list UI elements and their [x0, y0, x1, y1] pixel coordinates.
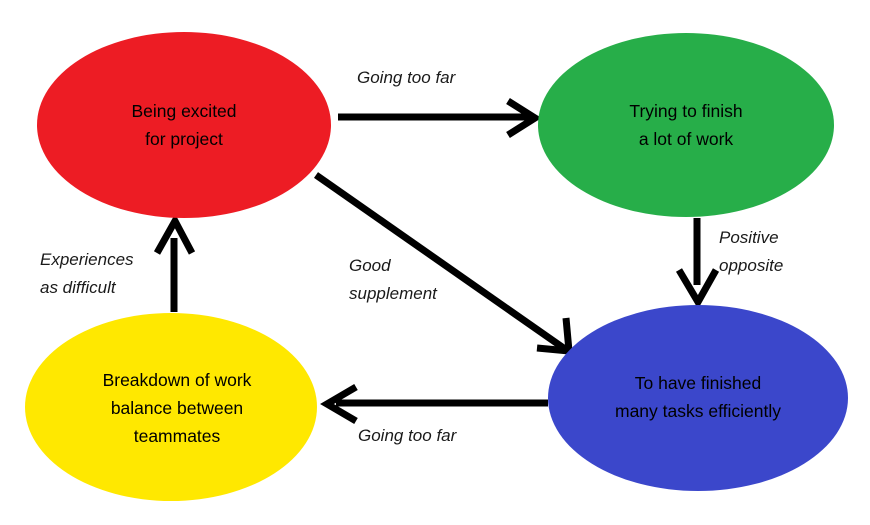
edge-label-positive: Positive: [719, 228, 779, 247]
edge-trying-to-finished: Positive opposite: [675, 218, 783, 309]
edge-excited-to-trying: Going too far: [338, 68, 542, 138]
arrow-head-right-top: [506, 98, 542, 138]
node-being-excited-for-project[interactable]: Being excited for project: [37, 32, 331, 218]
node-ellipse-blue[interactable]: [548, 305, 848, 491]
edge-label-opposite: opposite: [719, 256, 783, 275]
node-label-excited-line1: Being excited: [131, 101, 236, 121]
edge-finished-to-breakdown: Going too far: [320, 383, 548, 445]
node-label-finished-line2: many tasks efficiently: [615, 401, 781, 421]
arrow-head-up: [153, 213, 196, 255]
node-ellipse-yellow[interactable]: [25, 313, 317, 501]
node-label-breakdown-line2: balance between: [111, 398, 243, 418]
node-label-breakdown-line1: Breakdown of work: [103, 370, 252, 390]
edge-label-experiences: Experiences: [40, 250, 134, 269]
node-label-finished-line1: To have finished: [635, 373, 761, 393]
edge-line-good-supplement: [313, 172, 568, 352]
edge-label-finished-to-breakdown: Going too far: [358, 426, 458, 445]
edge-label-excited-to-trying: Going too far: [357, 68, 457, 87]
node-breakdown-of-work-balance[interactable]: Breakdown of work balance between teamma…: [25, 313, 317, 501]
arrow-head-left: [320, 383, 358, 425]
node-label-excited-line2: for project: [145, 129, 223, 149]
node-label-breakdown-line3: teammates: [134, 426, 221, 446]
node-ellipse-green[interactable]: [538, 33, 834, 217]
edge-breakdown-to-excited: Experiences as difficult: [40, 213, 196, 312]
edge-label-good: Good: [349, 256, 391, 275]
node-label-trying-line1: Trying to finish: [629, 101, 742, 121]
edge-excited-to-finished: Good supplement: [313, 172, 573, 355]
node-to-have-finished-many-tasks[interactable]: To have finished many tasks efficiently: [548, 305, 848, 491]
arrow-head-down: [675, 268, 720, 309]
node-ellipse-red[interactable]: [37, 32, 331, 218]
edge-label-supplement: supplement: [349, 284, 438, 303]
node-label-trying-line2: a lot of work: [639, 129, 734, 149]
edge-label-as-difficult: as difficult: [40, 278, 117, 297]
node-trying-to-finish-a-lot-of-work[interactable]: Trying to finish a lot of work: [538, 33, 834, 217]
